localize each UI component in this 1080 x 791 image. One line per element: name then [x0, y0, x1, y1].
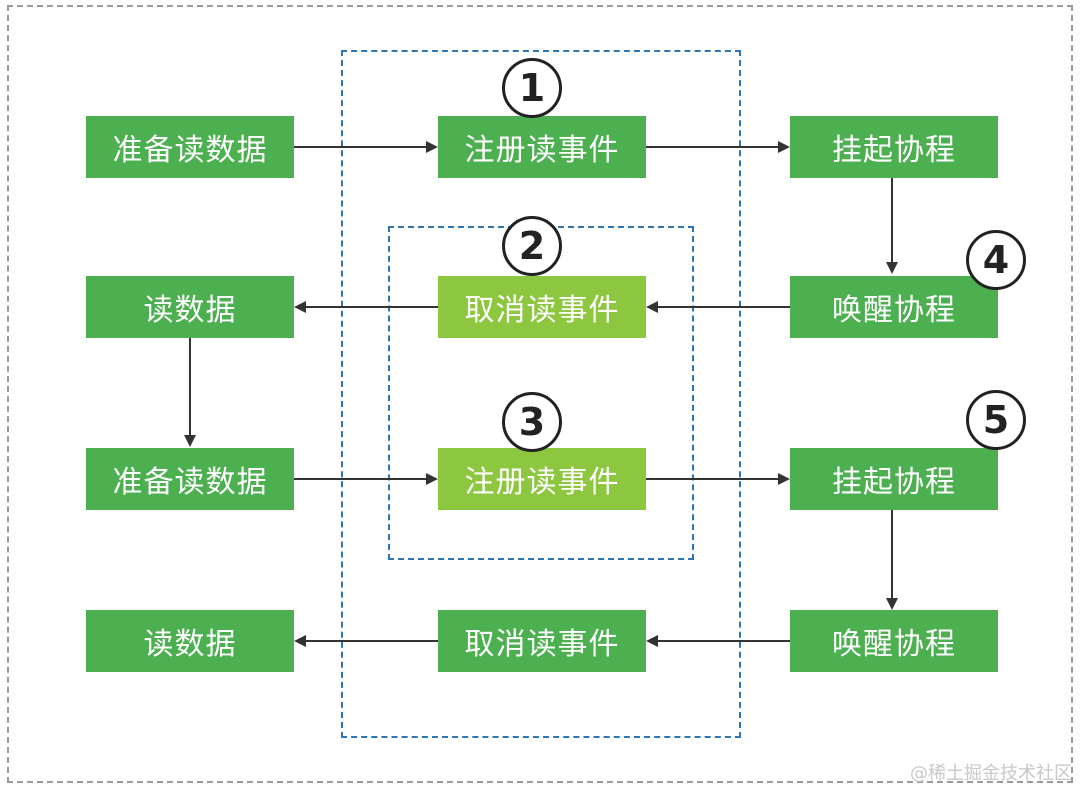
wakeup-coroutine-box: 唤醒协程 — [790, 276, 998, 338]
step-badge-4: 4 — [966, 230, 1026, 290]
prepare-read-box: 准备读数据 — [86, 116, 294, 178]
register-read-event-box: 注册读事件 — [438, 116, 646, 178]
outer-group-boundary — [341, 50, 741, 738]
read-data-box: 读数据 — [86, 610, 294, 672]
wakeup-coroutine-box: 唤醒协程 — [790, 610, 998, 672]
step-badge-2: 2 — [502, 216, 562, 276]
step-badge-1: 1 — [502, 58, 562, 118]
outer-frame — [7, 5, 1073, 783]
read-data-box: 读数据 — [86, 276, 294, 338]
watermark: @稀土掘金技术社区 — [910, 763, 1072, 784]
suspend-coroutine-box: 挂起协程 — [790, 448, 998, 510]
step-badge-3: 3 — [502, 392, 562, 452]
cancel-read-event-box: 取消读事件 — [438, 276, 646, 338]
cancel-read-event-box: 取消读事件 — [438, 610, 646, 672]
suspend-coroutine-box: 挂起协程 — [790, 116, 998, 178]
step-badge-5: 5 — [966, 390, 1026, 450]
prepare-read-box: 准备读数据 — [86, 448, 294, 510]
register-read-event-box: 注册读事件 — [438, 448, 646, 510]
